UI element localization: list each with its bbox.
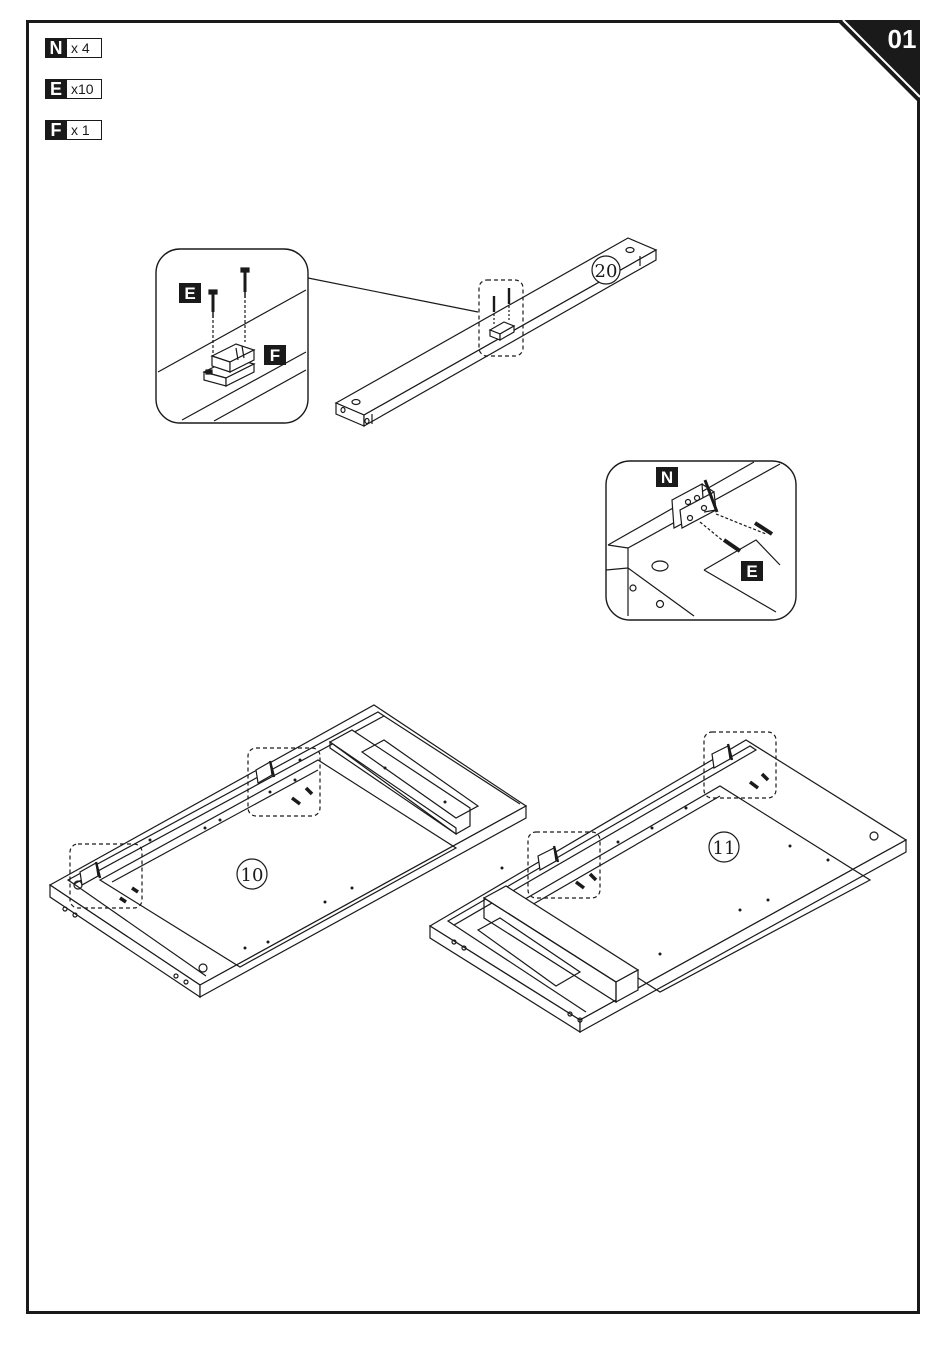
part-number-10: 10	[241, 865, 264, 886]
screw-e-icon	[209, 290, 217, 356]
part-number-20: 20	[595, 261, 618, 282]
panel-part-11	[430, 732, 906, 1032]
part-number-11: 11	[713, 838, 736, 859]
detail-catch-closeup	[156, 249, 478, 423]
magnetic-catch-f	[204, 344, 254, 386]
screw-e-icon	[241, 268, 249, 342]
label-f: F	[270, 346, 280, 365]
label-e-2: E	[746, 562, 757, 581]
detail-hinge-closeup	[606, 461, 796, 620]
label-n: N	[661, 468, 673, 487]
label-e: E	[184, 284, 195, 303]
